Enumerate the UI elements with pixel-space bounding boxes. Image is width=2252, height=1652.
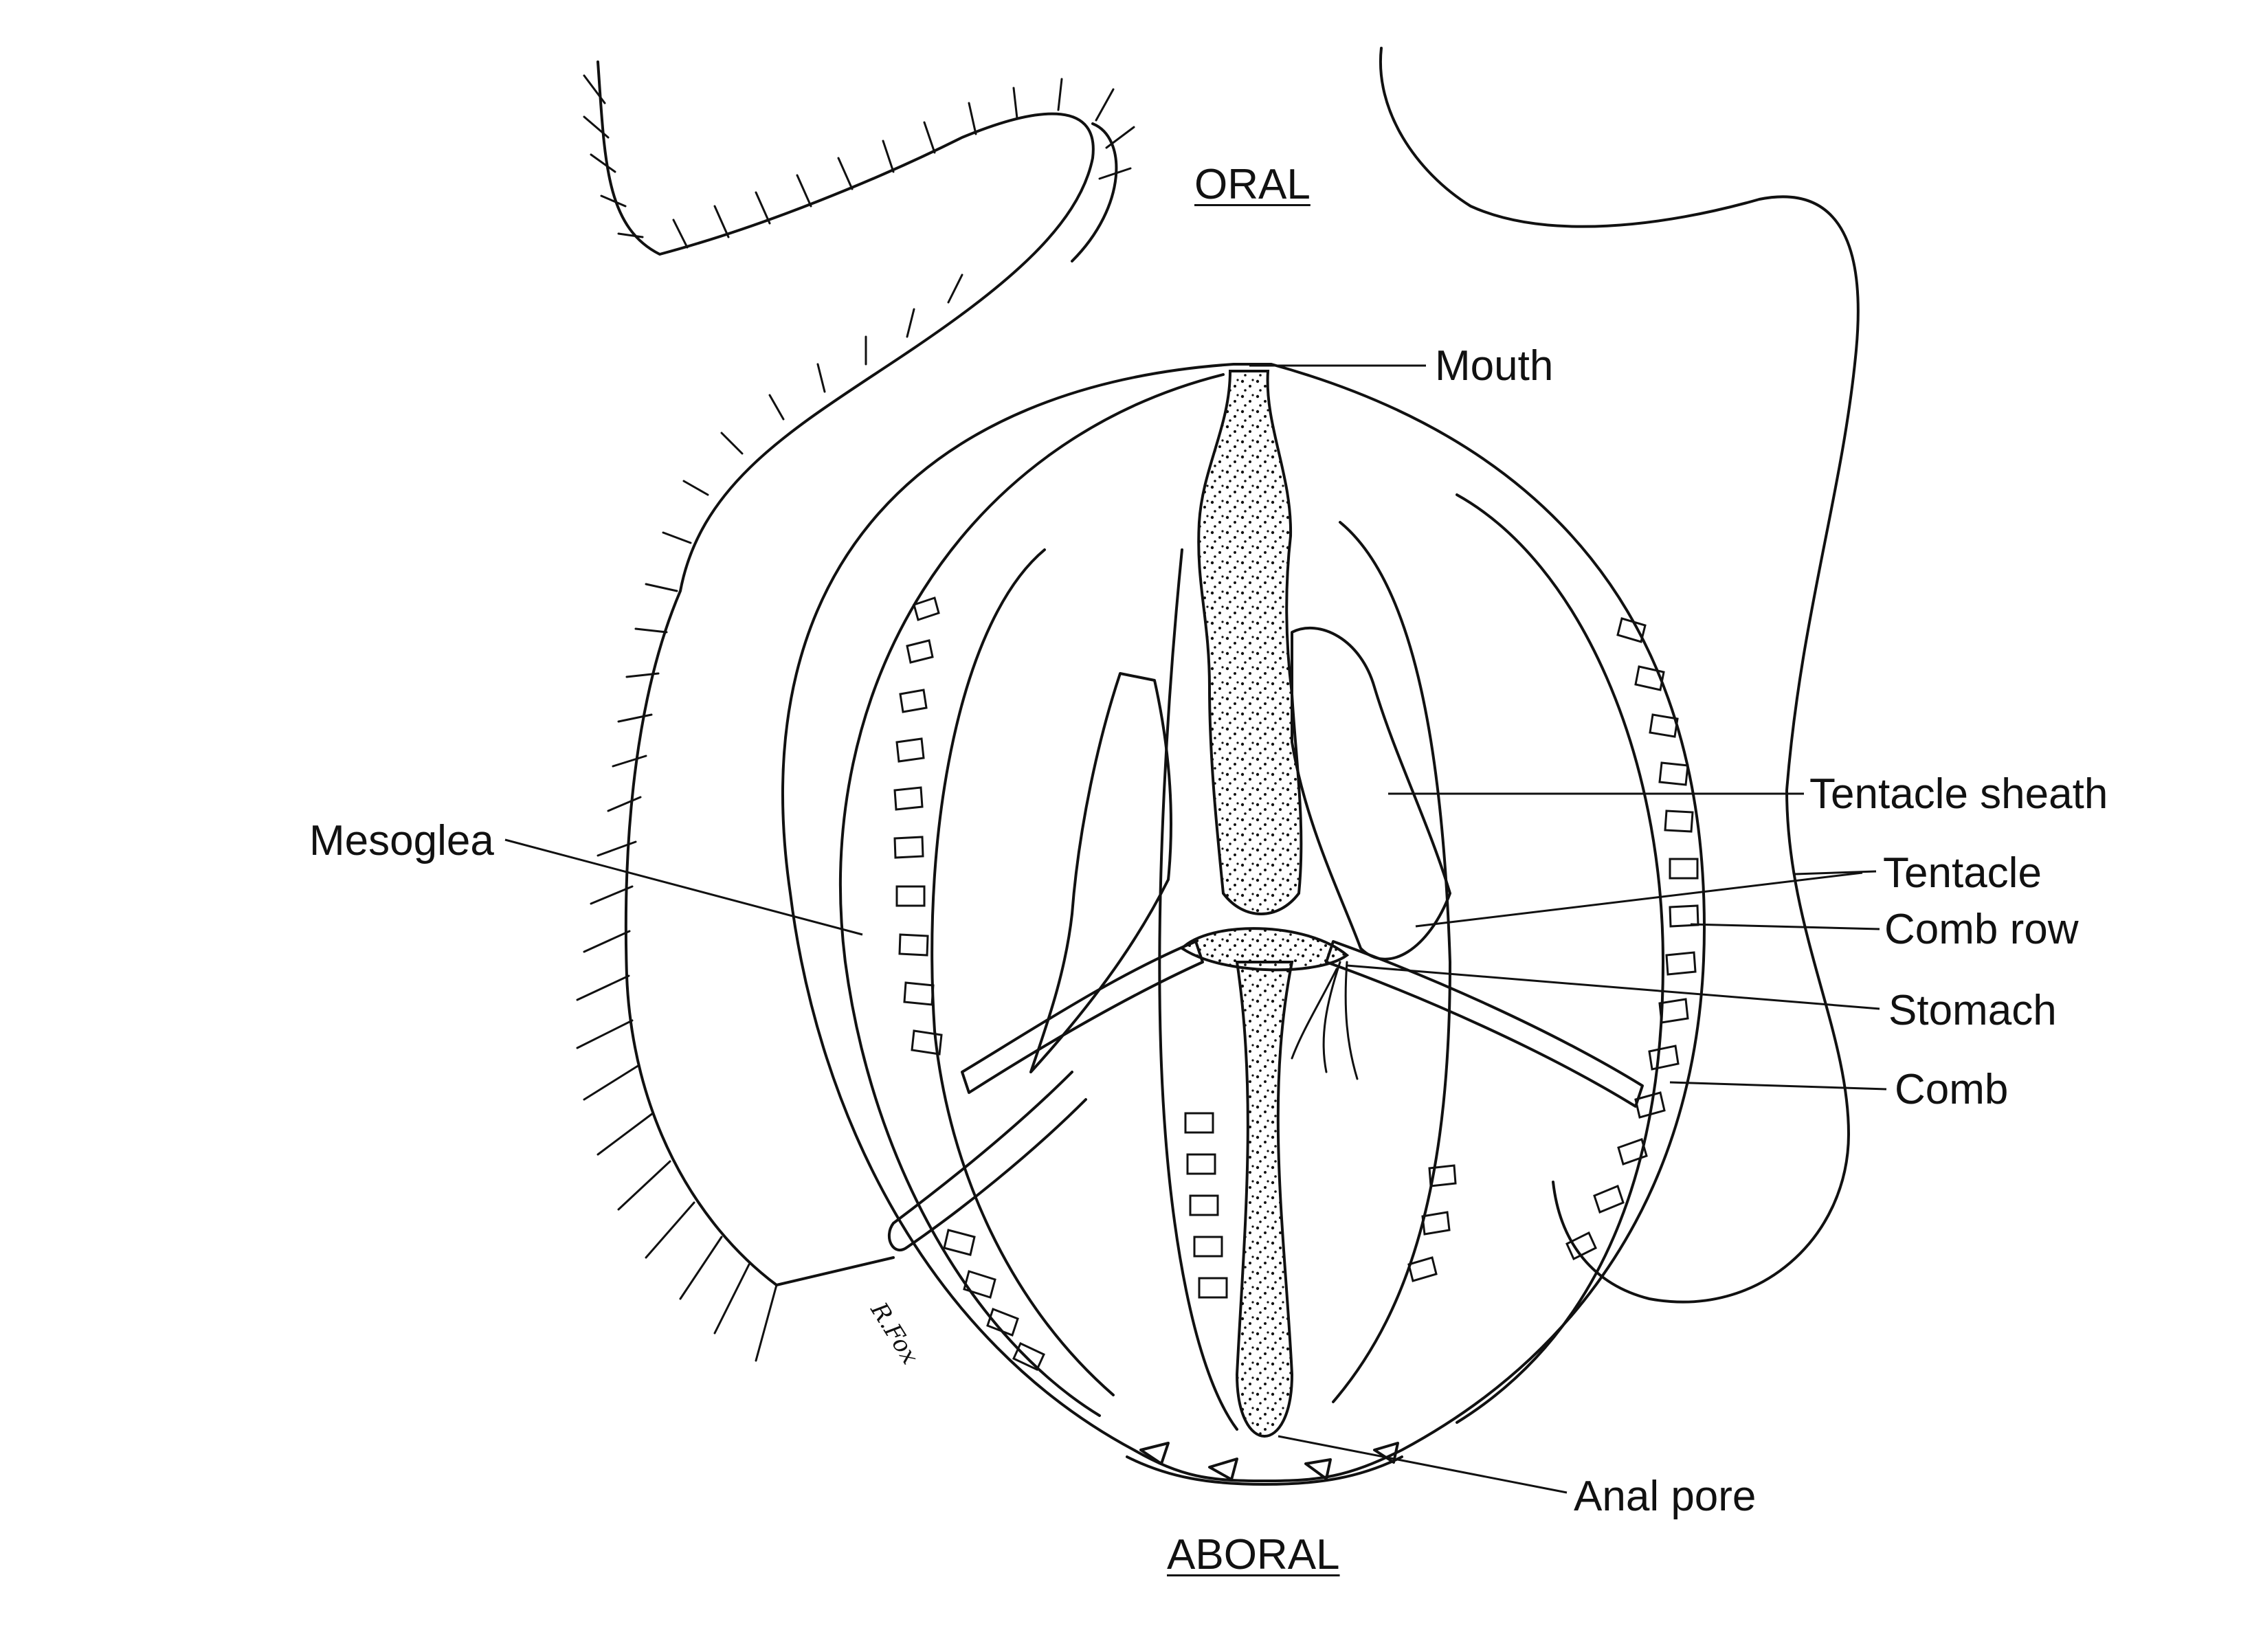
anal-pore-leader bbox=[1278, 1435, 1568, 1494]
tentacle-sheath-right bbox=[1291, 626, 1451, 961]
comb-rows bbox=[893, 493, 1699, 1431]
mesoglea-leader bbox=[504, 838, 863, 936]
mesoglea-label: Mesoglea bbox=[309, 817, 494, 864]
comb-row-leader bbox=[1690, 923, 1880, 930]
mesoglea-inner-boundary bbox=[839, 373, 1225, 1417]
oral-label: ORAL bbox=[1194, 161, 1311, 208]
tentacle-sheath-label: Tentacle sheath bbox=[1809, 770, 2108, 818]
comb-label: Comb bbox=[1895, 1066, 2009, 1113]
transverse-canals bbox=[961, 940, 1644, 1108]
body-outline bbox=[781, 363, 1706, 1482]
tentacle-exit bbox=[887, 1071, 1087, 1252]
comb-row-center-left bbox=[1158, 548, 1238, 1431]
stomach-label: Stomach bbox=[1888, 987, 2057, 1034]
comb-row-far-right bbox=[1456, 493, 1664, 1424]
tentacle-leader-b bbox=[1794, 870, 1877, 875]
aboral-label: ABORAL bbox=[1167, 1531, 1340, 1578]
pharynx bbox=[1197, 370, 1303, 915]
tentacle-label: Tentacle bbox=[1883, 849, 2042, 897]
tentacle-filaments bbox=[1291, 961, 1359, 1080]
stomach-leader bbox=[1346, 964, 1880, 1010]
tentacle-leader-a bbox=[1415, 871, 1863, 928]
leader-lines bbox=[504, 364, 1887, 1494]
comb-row-far-left bbox=[930, 548, 1115, 1396]
aboral-canal bbox=[1235, 961, 1294, 1438]
comb-row-label: Comb row bbox=[1884, 906, 2079, 953]
comb-row-center-right bbox=[1332, 521, 1451, 1403]
left-oral-lobe bbox=[597, 60, 1118, 1286]
comb-leader bbox=[1669, 1081, 1887, 1091]
lobe-cilia bbox=[576, 74, 1135, 1362]
stomach bbox=[1179, 927, 1350, 972]
apical-region bbox=[1126, 1442, 1403, 1486]
mouth-label: Mouth bbox=[1435, 342, 1554, 390]
tentacle-sheath-left bbox=[1029, 672, 1172, 1073]
right-oral-lobe bbox=[1379, 47, 1860, 1304]
anal-pore-label: Anal pore bbox=[1574, 1473, 1757, 1520]
